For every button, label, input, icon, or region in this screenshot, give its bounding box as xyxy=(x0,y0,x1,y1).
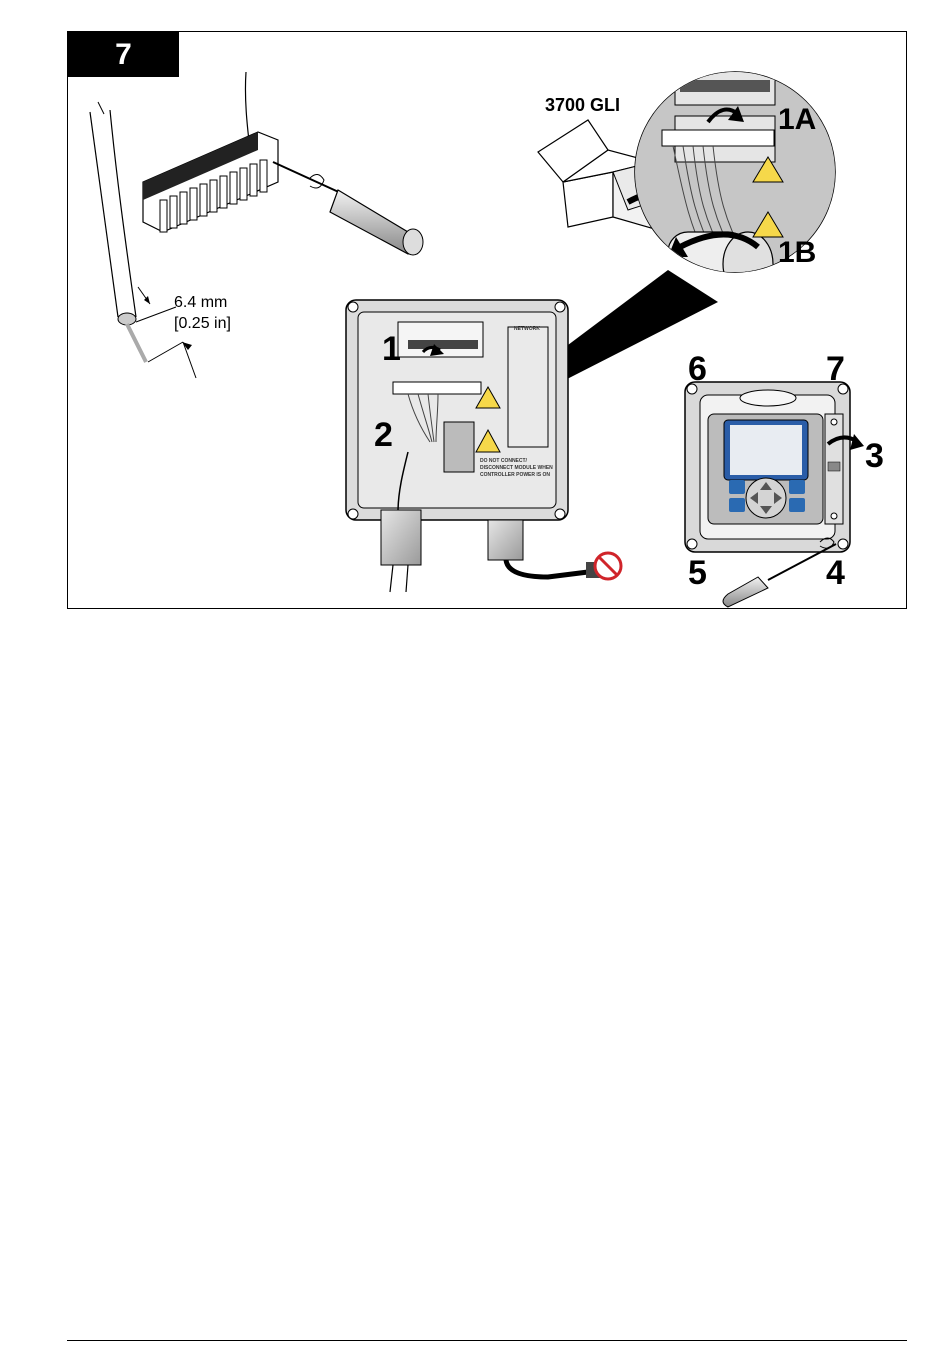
callout-5: 5 xyxy=(688,554,707,592)
callout-3: 3 xyxy=(865,437,884,475)
callout-1: 1 xyxy=(382,330,401,368)
callout-4: 4 xyxy=(826,554,845,592)
panel-warning-line3: CONTROLLER POWER IS ON xyxy=(480,472,550,478)
callout-1b: 1B xyxy=(778,236,816,269)
callout-7: 7 xyxy=(826,350,845,388)
module-label: 3700 GLI xyxy=(545,95,620,115)
callout-6: 6 xyxy=(688,350,707,388)
panel-network-label: NETWORK xyxy=(514,326,540,332)
callout-2: 2 xyxy=(374,416,393,454)
strip-length-in: [0.25 in] xyxy=(174,315,231,332)
panel-warning-line2: DISCONNECT MODULE WHEN xyxy=(480,465,553,471)
callout-1a: 1A xyxy=(778,103,816,136)
footer-rule xyxy=(67,1340,907,1341)
step-number-badge: 7 xyxy=(68,32,179,77)
installation-figure: 6.4 mm [0.25 in] xyxy=(67,31,907,609)
wiring-illustration: 6.4 mm [0.25 in] xyxy=(68,32,906,608)
panel-warning-line1: DO NOT CONNECT/ xyxy=(480,458,528,464)
strip-length-mm: 6.4 mm xyxy=(174,294,227,311)
cable-illustration xyxy=(90,102,196,378)
terminal-block-illustration xyxy=(143,72,423,255)
